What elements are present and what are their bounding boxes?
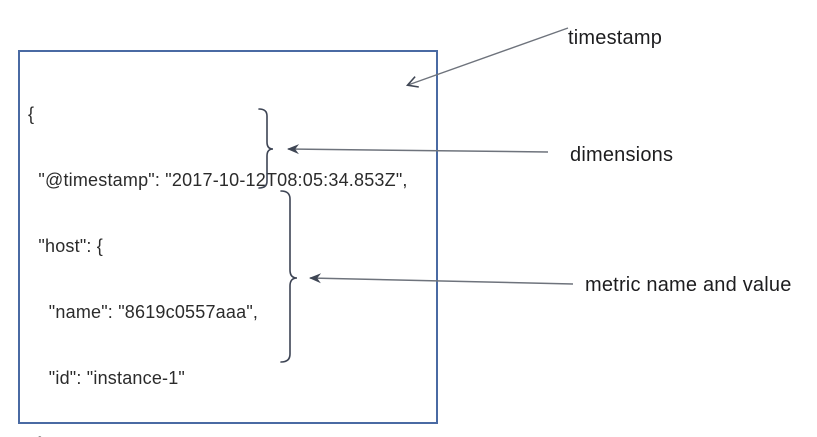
timestamp-label: timestamp <box>568 27 663 49</box>
json-code-line: { <box>28 104 35 124</box>
json-code-line-host-id: "id": "instance-1" <box>28 368 186 388</box>
json-code-line-host: "host": { <box>28 236 104 256</box>
json-code-line-timestamp: "@timestamp": "2017-10-12T08:05:34.853Z"… <box>28 170 408 190</box>
json-code-line: }, <box>28 433 408 437</box>
json-event-box <box>18 50 438 424</box>
metric-name-and-value-label: metric name and value <box>585 274 792 296</box>
json-code-line-host-name: "name": "8619c0557aaa", <box>28 302 259 322</box>
dimensions-label: dimensions <box>570 144 674 166</box>
json-code: { "@timestamp": "2017-10-12T08:05:34.853… <box>28 59 408 437</box>
